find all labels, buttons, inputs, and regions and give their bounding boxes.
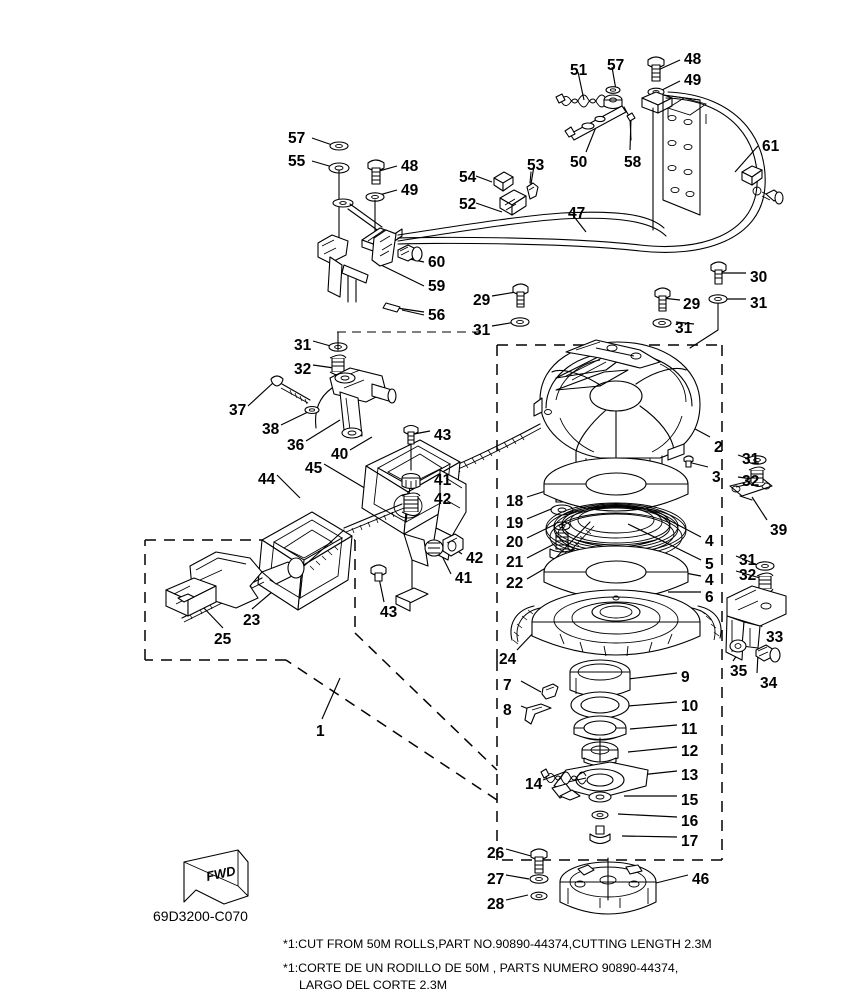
callout-number-26: 26 [487,845,505,862]
bracket-assembly-36 [270,331,397,439]
cable-end-fittings [493,171,539,216]
callout-number-10: 10 [681,698,699,715]
callout-number-38: 38 [262,421,280,438]
callout-number-36: 36 [287,437,305,454]
sheave-drum-stack [543,457,689,600]
callout-number-55: 55 [288,153,306,170]
callout-number-7: 7 [503,677,512,694]
callout-number-18: 18 [506,493,524,510]
callout-number-56: 56 [428,307,446,324]
callout-number-4: 4 [705,533,714,550]
fastener-29-30-31-right [652,261,728,349]
callout-number-49: 49 [401,182,419,199]
callout-number-12: 12 [681,743,699,760]
callout-number-28: 28 [487,896,505,913]
fastener-41-42-43 [370,424,464,582]
right-brackets [725,455,787,663]
callout-number-60: 60 [428,254,446,271]
callout-number-29: 29 [473,292,491,309]
callout-number-34: 34 [760,675,778,692]
callout-number-31: 31 [739,552,757,569]
callout-number-14: 14 [525,776,543,793]
callout-number-30: 30 [750,269,768,286]
callout-number-50: 50 [570,154,588,171]
fastener-29-31-left [510,283,530,327]
callout-number-8: 8 [503,702,512,719]
callout-number-47: 47 [568,205,586,222]
clip-parts-7-8 [524,683,559,725]
callout-number-57: 57 [607,57,625,74]
callout-number-29: 29 [683,296,701,313]
callout-number-32: 32 [294,361,312,378]
callout-number-3: 3 [712,469,721,486]
callout-number-1: 1 [316,723,325,740]
callout-number-53: 53 [527,157,545,174]
callout-number-43: 43 [434,427,452,444]
callout-number-25: 25 [214,631,232,648]
callout-number-22: 22 [506,575,524,592]
callout-number-48: 48 [684,51,702,68]
callout-number-19: 19 [506,515,524,532]
bottom-cup-assembly [529,848,657,915]
callout-number-31: 31 [750,295,768,312]
callout-number-32: 32 [739,567,757,584]
sheave-with-rope [510,589,722,657]
callout-number-41: 41 [455,570,473,587]
callout-number-54: 54 [459,169,477,186]
callout-number-13: 13 [681,767,699,784]
callout-number-2: 2 [714,439,723,456]
callout-number-23: 23 [243,612,261,629]
callout-number-51: 51 [570,62,588,79]
callout-number-17: 17 [681,833,699,850]
callout-number-15: 15 [681,792,699,809]
callout-number-59: 59 [428,278,446,295]
callout-number-57: 57 [288,130,306,147]
callout-number-44: 44 [258,471,276,488]
mounting-plate-assembly [397,91,784,253]
callout-number-39: 39 [770,522,788,539]
fwd-arrow-icon [183,849,249,905]
callout-number-6: 6 [705,589,714,606]
callout-number-58: 58 [624,154,642,171]
footnote-line-2: *1:CORTE DE UN RODILLO DE 50M , PARTS NU… [283,961,679,975]
callout-number-11: 11 [681,721,698,738]
callout-number-27: 27 [487,871,505,888]
callout-number-21: 21 [506,554,524,571]
callout-number-5: 5 [705,556,714,573]
callout-number-35: 35 [730,663,748,680]
callout-number-43: 43 [380,604,398,621]
callout-number-61: 61 [762,138,780,155]
callout-number-4: 4 [705,572,714,589]
callout-number-41: 41 [434,472,452,489]
linkage-rod-assembly [317,141,667,313]
callout-number-42: 42 [466,550,484,567]
callout-number-9: 9 [681,669,690,686]
callout-number-37: 37 [229,402,247,419]
footnote-line-3: LARGO DEL CORTE 2.3M [299,978,448,992]
callout-number-31: 31 [473,322,491,339]
callout-number-48: 48 [401,158,419,175]
callout-number-52: 52 [459,196,477,213]
callout-number-31: 31 [675,320,693,337]
diagram-part-number: 69D3200-C070 [153,908,248,924]
callout-number-33: 33 [766,629,784,646]
callout-number-45: 45 [305,460,323,477]
callout-number-31: 31 [742,451,760,468]
footnote-line-1: *1:CUT FROM 50M ROLLS,PART NO.90890-4437… [283,937,712,951]
callout-number-24: 24 [499,651,517,668]
callout-number-20: 20 [506,534,524,551]
callout-number-46: 46 [692,871,710,888]
callout-number-16: 16 [681,813,699,830]
starter-handle-assembly [165,529,345,617]
choke-linkage-assembly [555,56,673,231]
callout-number-31: 31 [294,337,312,354]
callout-number-32: 32 [742,473,760,490]
handle-frame-assembly [181,439,467,623]
callout-number-42: 42 [434,491,452,508]
callout-number-49: 49 [684,72,702,89]
drive-pawl-stack [540,659,649,845]
callout-number-40: 40 [331,446,349,463]
starter-housing [533,339,701,479]
